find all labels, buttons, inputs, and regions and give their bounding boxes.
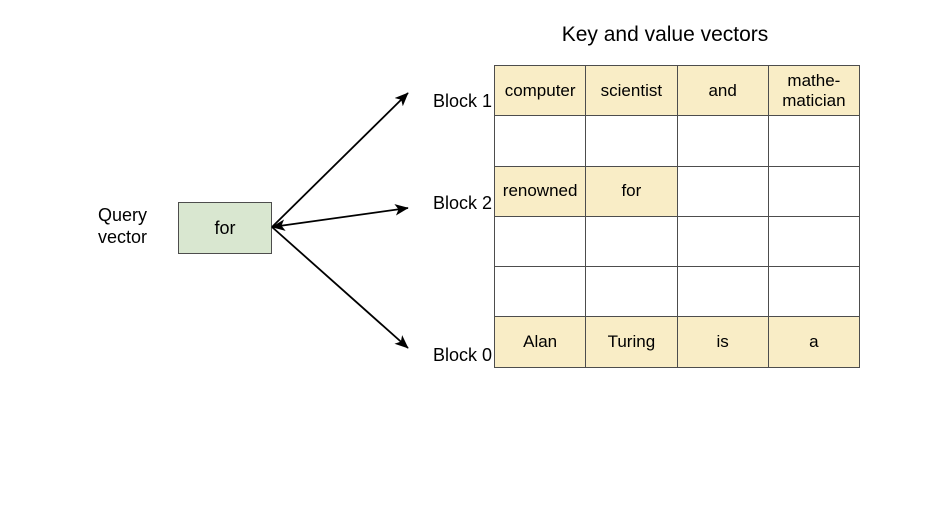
table-cell-r3-c0 (493, 215, 587, 268)
table-cell-r2-c0: renowned (493, 165, 587, 217)
page-title: Key and value vectors (561, 23, 769, 46)
table-cell-r2-c3 (767, 165, 861, 217)
query-vector-label-line2: vector (98, 227, 148, 247)
table-cell-r2-c2 (676, 165, 769, 217)
table-cell-r1-c2 (676, 115, 769, 167)
table-cell-r0-c2: and (676, 64, 769, 117)
table-cell-r0-c0: computer (493, 64, 587, 117)
table-row (493, 115, 861, 167)
block-label-block-2: Block 2 (432, 193, 492, 213)
query-vector-label-line1: Query (98, 205, 148, 225)
table-cell-r0-c3: mathe-matician (767, 64, 861, 117)
block-label-block-1: Block 1 (432, 91, 492, 111)
block-label-block-0: Block 0 (432, 345, 492, 365)
arrow-to-block-1 (271, 92, 409, 228)
table-cell-r3-c1 (585, 215, 678, 268)
arrow-to-block-2 (271, 204, 409, 231)
query-vector-label: Query vector (98, 204, 170, 248)
table-cell-r1-c3 (767, 115, 861, 167)
table-cell-r1-c1 (585, 115, 678, 167)
table-cell-r5-c0: Alan (493, 316, 587, 368)
table-cell-r3-c3 (767, 215, 861, 268)
table-cell-r4-c0 (493, 266, 587, 318)
table-cell-r5-c3: a (767, 316, 861, 368)
table-cell-r4-c2 (676, 266, 769, 318)
table-cell-r4-c1 (585, 266, 678, 318)
table-row (493, 215, 861, 268)
table-cell-r1-c0 (493, 115, 587, 167)
table-cell-r0-c1: scientist (585, 64, 678, 117)
query-vector-box: for (178, 202, 272, 254)
table-cell-r4-c3 (767, 266, 861, 318)
table-cell-r5-c2: is (676, 316, 769, 368)
query-vector-box-text: for (214, 217, 236, 238)
table-cell-r2-c1: for (585, 165, 678, 217)
table-cell-r3-c2 (676, 215, 769, 268)
table-cell-r5-c1: Turing (585, 316, 678, 368)
table-row (493, 266, 861, 318)
arrow-to-block-0 (271, 226, 409, 349)
